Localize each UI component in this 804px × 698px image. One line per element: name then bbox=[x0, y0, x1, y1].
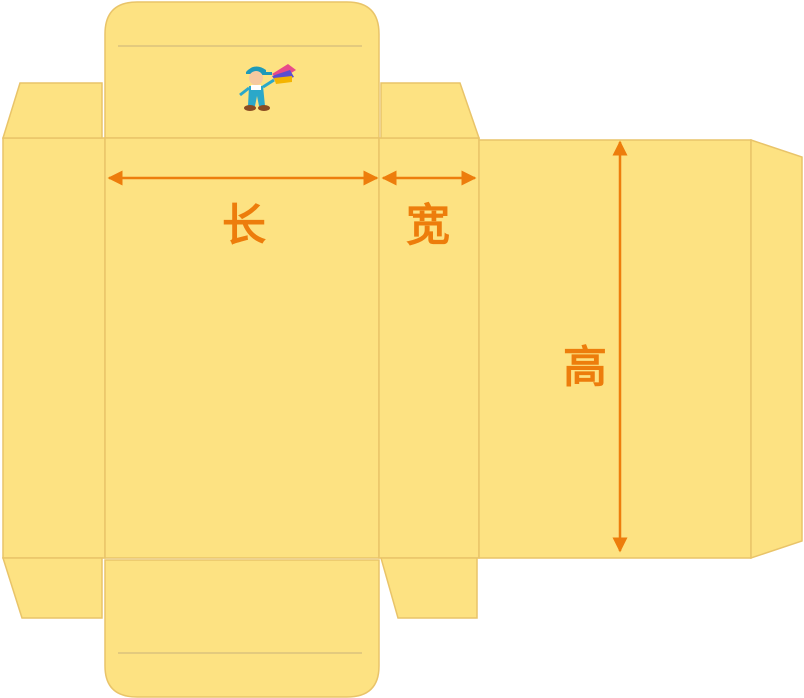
right-side-panel bbox=[378, 137, 480, 559]
top-tuck-flap bbox=[104, 1, 380, 139]
width-label: 宽 bbox=[406, 200, 450, 251]
bottom-tuck-flap bbox=[104, 559, 380, 698]
height-label: 高 bbox=[563, 342, 607, 393]
dust-flap-bottom-left bbox=[1, 557, 103, 619]
dust-flap-bottom-right bbox=[380, 557, 478, 619]
front-panel bbox=[104, 137, 380, 559]
dust-flap-top-left bbox=[1, 82, 103, 139]
dust-flap-top-right bbox=[380, 82, 481, 139]
back-panel bbox=[478, 139, 752, 559]
glue-flap bbox=[750, 138, 803, 560]
worker-mascot-icon bbox=[239, 64, 296, 111]
left-side-panel bbox=[2, 137, 106, 559]
length-label: 长 bbox=[222, 200, 266, 251]
